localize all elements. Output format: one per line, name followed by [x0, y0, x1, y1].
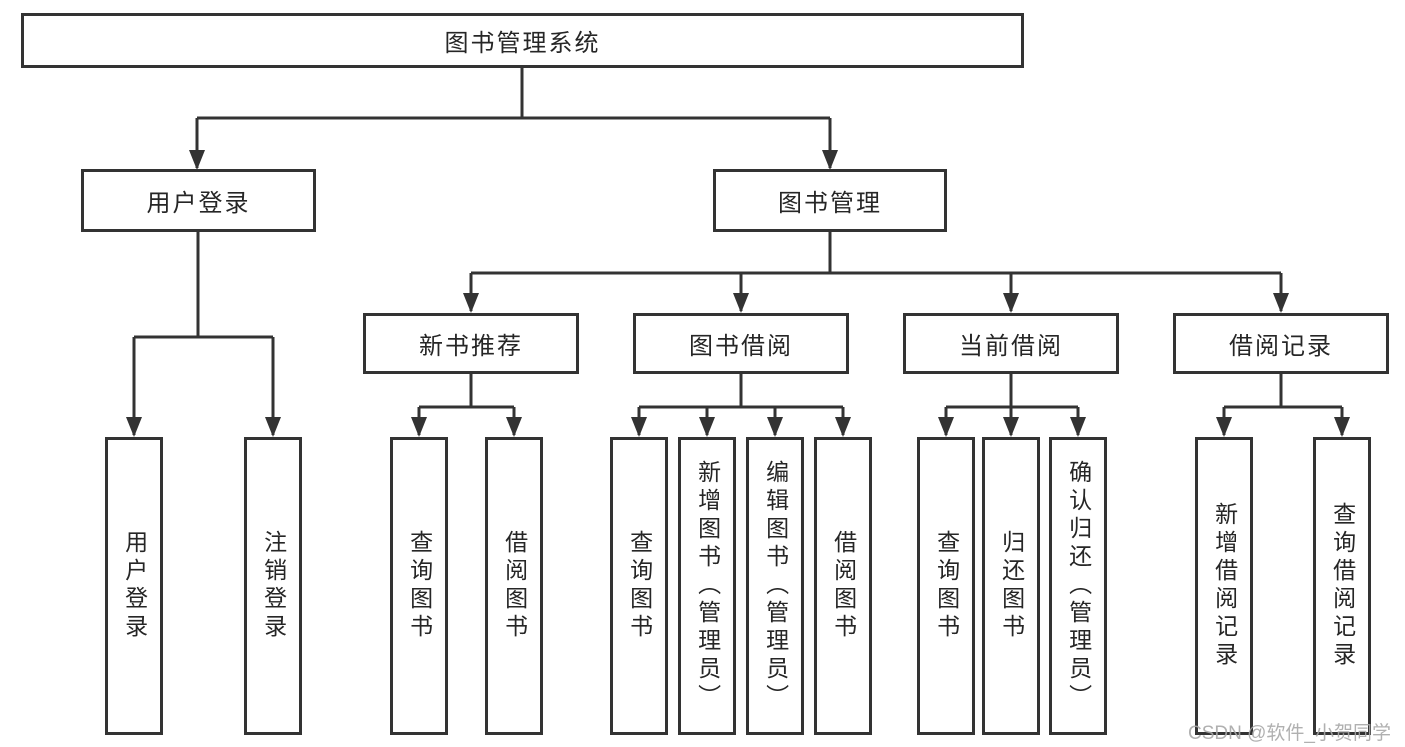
leaf-query-books-current-label: 查询图书: [933, 530, 960, 642]
csdn-watermark: CSDN @软件_小贺同学: [1188, 723, 1391, 744]
node-book-management-label: 图书管理: [778, 190, 882, 217]
leaf-return-book: 归还图书: [982, 437, 1040, 735]
leaf-confirm-return-admin-label: 确认归还（管理员）: [1065, 460, 1092, 712]
node-book-borrow-label: 图书借阅: [689, 333, 793, 360]
leaf-borrow-books-2: 借阅图书: [814, 437, 872, 735]
leaf-user-login-label: 用户登录: [121, 530, 148, 642]
node-book-management: 图书管理: [713, 169, 947, 232]
leaf-add-book-admin: 新增图书（管理员）: [678, 437, 736, 735]
leaf-borrow-books-recommend-label: 借阅图书: [501, 530, 528, 642]
node-library-management-system: 图书管理系统: [21, 13, 1024, 68]
leaf-confirm-return-admin: 确认归还（管理员）: [1049, 437, 1107, 735]
node-borrow-records-label: 借阅记录: [1229, 333, 1333, 360]
leaf-add-borrow-record: 新增借阅记录: [1195, 437, 1253, 735]
node-new-book-recommend-label: 新书推荐: [419, 333, 523, 360]
node-borrow-records: 借阅记录: [1173, 313, 1389, 374]
leaf-query-borrow-record-label: 查询借阅记录: [1329, 502, 1356, 670]
node-library-management-system-label: 图书管理系统: [444, 30, 601, 57]
leaf-borrow-books-recommend: 借阅图书: [485, 437, 543, 735]
leaf-query-books-recommend: 查询图书: [390, 437, 448, 735]
node-user-login: 用户登录: [81, 169, 316, 232]
leaf-query-books-recommend-label: 查询图书: [406, 530, 433, 642]
leaf-query-books-current: 查询图书: [917, 437, 975, 735]
node-new-book-recommend: 新书推荐: [363, 313, 579, 374]
node-user-login-label: 用户登录: [146, 190, 251, 217]
leaf-edit-book-admin: 编辑图书（管理员）: [746, 437, 804, 735]
node-book-borrow: 图书借阅: [633, 313, 849, 374]
leaf-query-books-borrow-label: 查询图书: [626, 530, 653, 642]
leaf-logout: 注销登录: [244, 437, 302, 735]
leaf-edit-book-admin-label: 编辑图书（管理员）: [762, 460, 789, 712]
leaf-borrow-books-2-label: 借阅图书: [830, 530, 857, 642]
node-current-borrow-label: 当前借阅: [959, 333, 1063, 360]
leaf-user-login: 用户登录: [105, 437, 163, 735]
leaf-add-book-admin-label: 新增图书（管理员）: [694, 460, 721, 712]
leaf-logout-label: 注销登录: [260, 530, 287, 642]
leaf-return-book-label: 归还图书: [998, 530, 1025, 642]
node-current-borrow: 当前借阅: [903, 313, 1119, 374]
leaf-add-borrow-record-label: 新增借阅记录: [1211, 502, 1238, 670]
leaf-query-borrow-record: 查询借阅记录: [1313, 437, 1371, 735]
leaf-query-books-borrow: 查询图书: [610, 437, 668, 735]
